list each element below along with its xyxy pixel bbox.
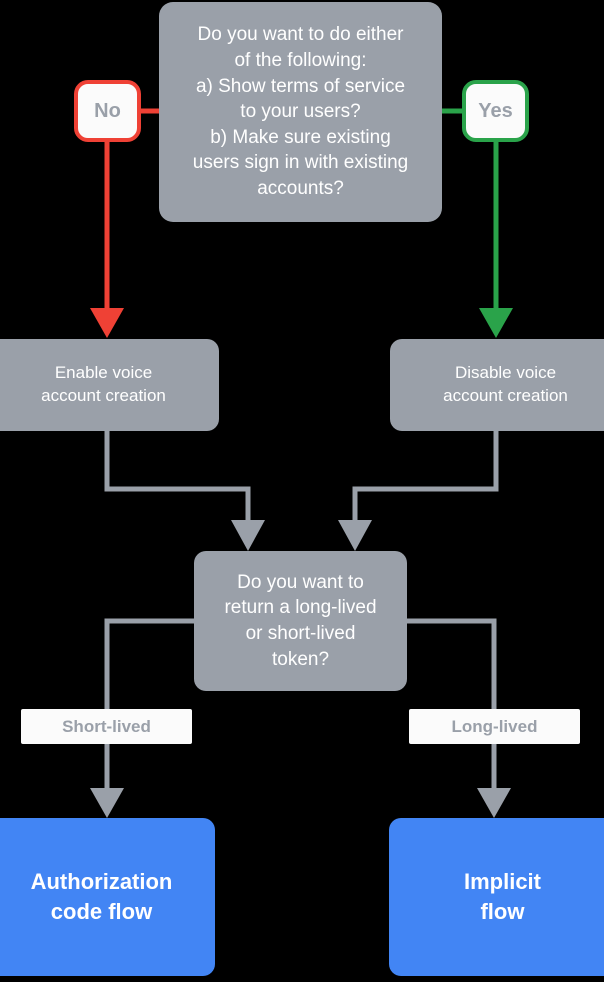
decision-token-line-4: token? bbox=[271, 648, 330, 670]
box-disable-line-1: Disable voice bbox=[454, 363, 557, 383]
answer-pill-yes[interactable]: Yes bbox=[462, 80, 529, 142]
decision-top-line-3: a) Show terms of service bbox=[195, 75, 406, 97]
terminal-node-implicit-flow[interactable]: Implicit flow bbox=[389, 818, 604, 976]
decision-top-line-7: accounts? bbox=[257, 178, 344, 200]
decision-token-line-3: or short-lived bbox=[245, 623, 356, 644]
box-disable-line-2: account creation bbox=[443, 386, 568, 405]
process-node-enable-voice-account-creation[interactable]: Enable voice account creation bbox=[0, 339, 219, 431]
edge-token-to-implicit-arrowhead bbox=[477, 788, 511, 818]
decision-node-terms-or-existing-accounts[interactable]: Do you want to do either of the followin… bbox=[159, 2, 442, 222]
flow-auth-text: Authorization code flow bbox=[31, 867, 173, 926]
process-node-disable-voice-account-creation[interactable]: Disable voice account creation bbox=[390, 339, 604, 431]
decision-top-line-6: users sign in with existing bbox=[192, 152, 409, 174]
decision-token-text: Do you want to return a long-lived or sh… bbox=[224, 570, 376, 673]
decision-top-text: Do you want to do either of the followin… bbox=[193, 22, 408, 201]
box-enable-text: Enable voice account creation bbox=[41, 362, 166, 408]
edge-disable-to-token bbox=[352, 431, 499, 527]
terminal-node-authorization-code-flow[interactable]: Authorization code flow bbox=[0, 818, 215, 976]
flow-auth-line-2: code flow bbox=[50, 899, 153, 924]
edge-yes-to-disable-arrowhead bbox=[479, 308, 513, 338]
flow-implicit-line-2: flow bbox=[480, 899, 525, 924]
decision-top-line-2: of the following: bbox=[234, 49, 367, 71]
edge-disable-to-token-arrowhead bbox=[338, 520, 372, 551]
edge-token-to-implicit bbox=[407, 618, 497, 795]
decision-top-line-4: to your users? bbox=[240, 101, 361, 123]
flow-implicit-line-1: Implicit bbox=[463, 869, 541, 895]
edge-enable-to-token-arrowhead bbox=[231, 520, 265, 551]
answer-pill-no-label: No bbox=[94, 99, 121, 122]
edge-token-to-auth bbox=[104, 618, 194, 795]
edge-label-short-lived: Short-lived bbox=[21, 709, 192, 744]
decision-top-line-1: Do you want to do either bbox=[197, 24, 404, 46]
decision-node-token-lifetime[interactable]: Do you want to return a long-lived or sh… bbox=[194, 551, 407, 691]
box-enable-line-1: Enable voice bbox=[54, 363, 153, 383]
edge-label-long-lived: Long-lived bbox=[409, 709, 580, 744]
edge-label-long-lived-text: Long-lived bbox=[451, 716, 538, 736]
edge-token-to-auth-arrowhead bbox=[90, 788, 124, 818]
decision-token-line-1: Do you want to bbox=[237, 571, 364, 593]
edge-enable-to-token bbox=[104, 431, 251, 527]
edge-no-to-enable-arrowhead bbox=[90, 308, 124, 338]
flow-implicit-text: Implicit flow bbox=[464, 867, 541, 926]
box-disable-text: Disable voice account creation bbox=[443, 362, 568, 408]
decision-token-line-2: return a long-lived bbox=[224, 597, 377, 619]
edge-label-short-lived-text: Short-lived bbox=[62, 716, 151, 736]
box-enable-line-2: account creation bbox=[41, 386, 166, 405]
answer-pill-yes-label: Yes bbox=[478, 99, 513, 122]
flow-auth-line-1: Authorization bbox=[30, 869, 173, 895]
decision-top-line-5: b) Make sure existing bbox=[210, 126, 391, 148]
answer-pill-no[interactable]: No bbox=[74, 80, 141, 142]
